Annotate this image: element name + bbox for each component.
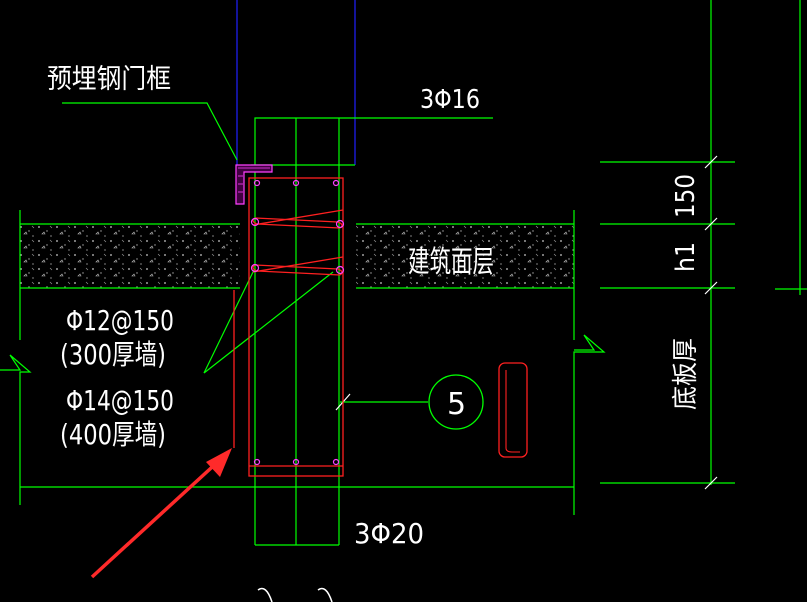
stirrup-300-wall-label: (300厚墙) — [60, 338, 166, 371]
dim-h1-label: h1 — [671, 242, 701, 272]
dim-150-label: 150 — [671, 174, 701, 218]
embedded-steel-frame — [235, 164, 273, 205]
top-rebar-label: 3Φ16 — [420, 85, 480, 115]
red-arrow — [90, 448, 232, 579]
rebar-bars — [250, 179, 345, 466]
embedded-frame-label: 预埋钢门框 — [47, 64, 171, 95]
bottom-partial-marks — [257, 587, 333, 602]
stirrup-300-spec-label: Φ12@150 — [66, 304, 174, 337]
blue-guide-lines — [236, 0, 356, 165]
section-symbol — [428, 362, 528, 458]
finish-layer-bands — [20, 224, 574, 288]
section-ref-number: 5 — [447, 387, 466, 422]
stirrup-400-spec-label: Φ14@150 — [66, 384, 174, 417]
dim-slab-label: 底板厚 — [671, 338, 701, 410]
rebar-cage — [233, 177, 344, 477]
finish-layer-label: 建筑面层 — [408, 245, 494, 280]
bottom-rebar-label: 3Φ20 — [354, 517, 424, 550]
stirrup-400-wall-label: (400厚墙) — [60, 418, 166, 451]
